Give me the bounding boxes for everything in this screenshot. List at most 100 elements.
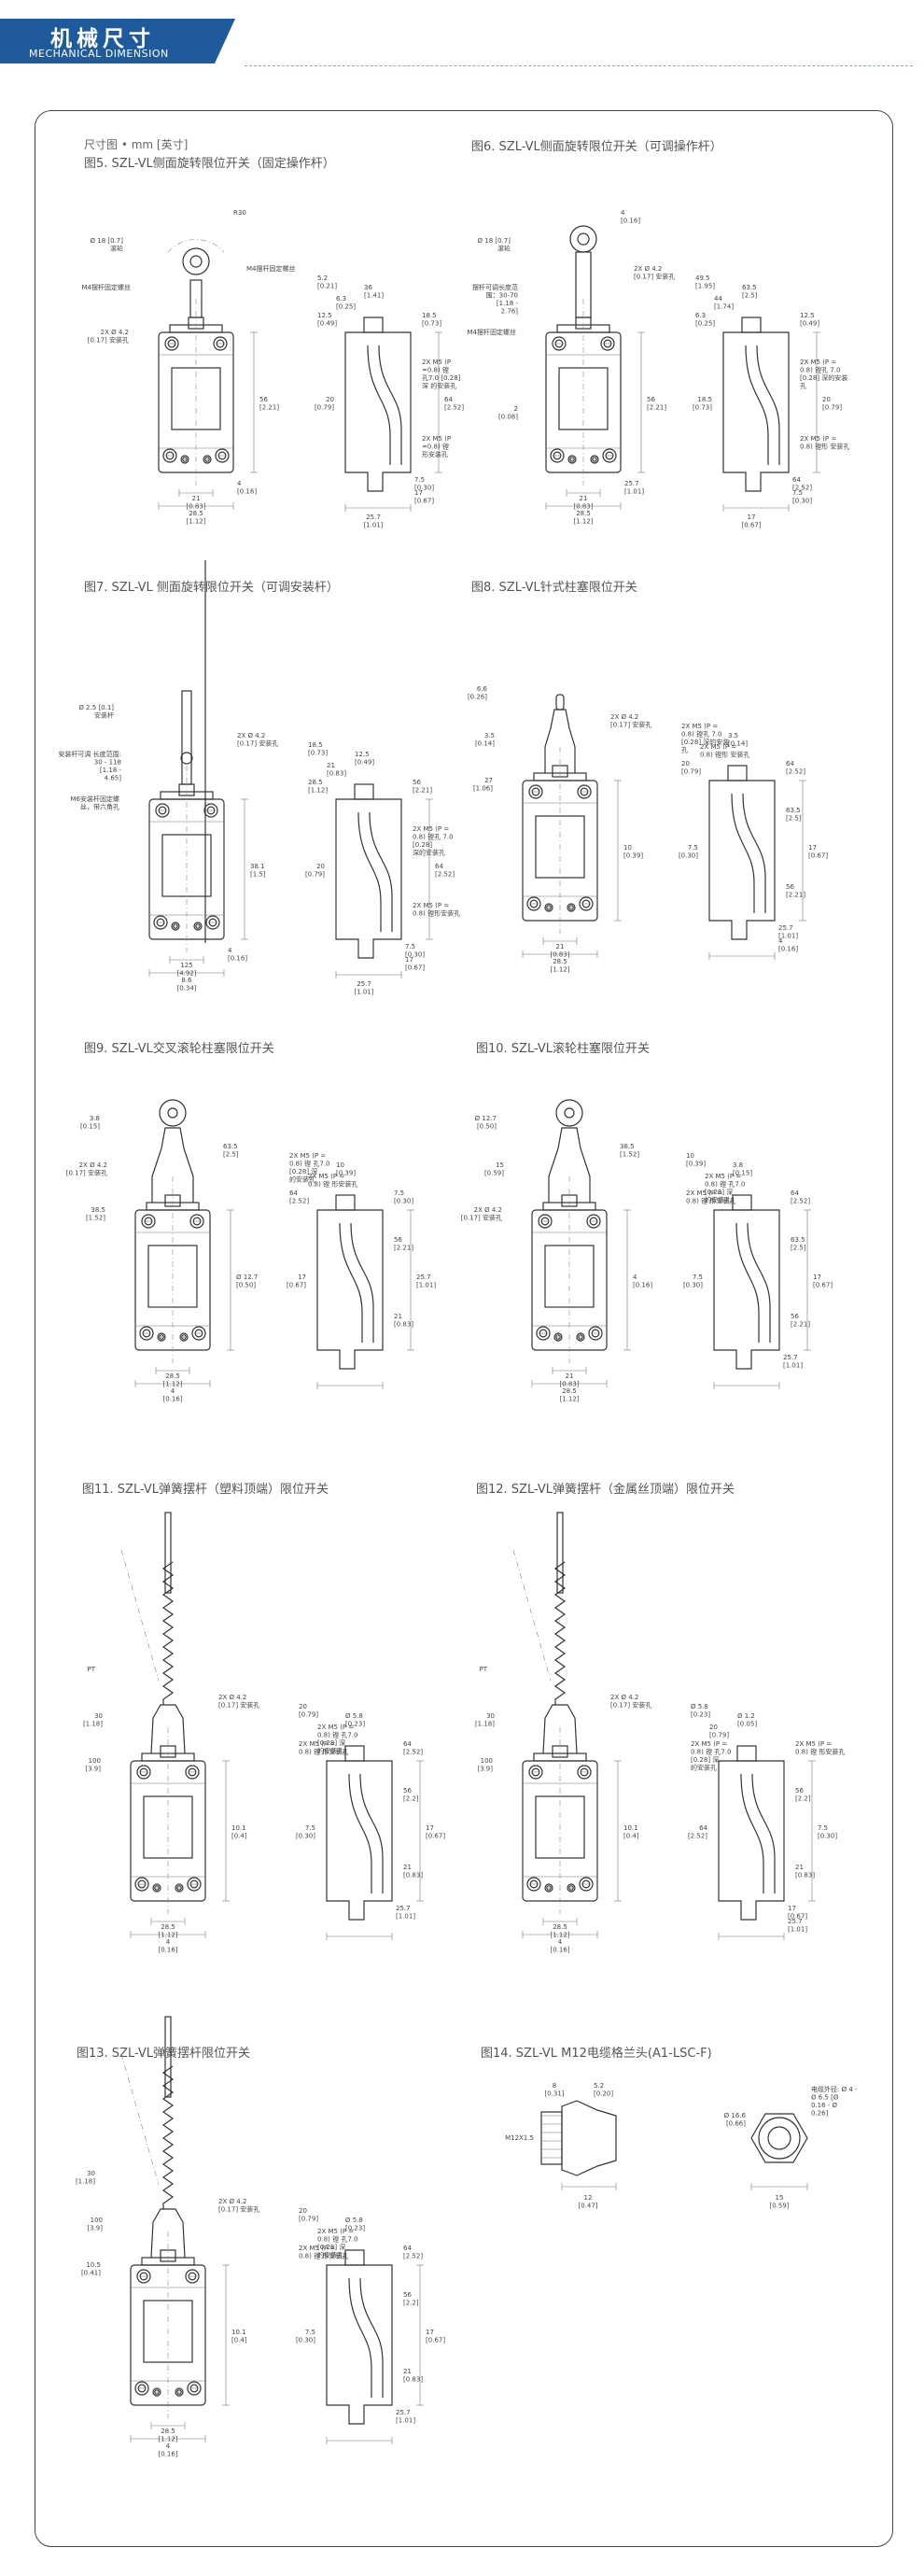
actuator <box>544 694 576 773</box>
dimension-label: 17[0.67] <box>808 844 828 860</box>
switch-side-view <box>718 1745 785 1921</box>
switch-side-view <box>326 1745 393 1921</box>
dimension-label: Ø 1.2[0.05] <box>737 1712 757 1728</box>
dimension-label: 7.5[0.30] <box>683 1274 703 1289</box>
dimension-label: 56[2.21] <box>647 396 666 412</box>
dimension-label: 38.1[1.5] <box>250 863 266 879</box>
dimension-label: Ø 12.7[0.50] <box>475 1115 497 1131</box>
dimension-label: 56[2.21] <box>413 779 432 795</box>
dimension-label: 56[2.2] <box>403 2291 419 2307</box>
dimension-label: PT <box>480 1666 488 1673</box>
header-banner <box>0 19 235 63</box>
dimension-label: 10.1[0.4] <box>623 1824 639 1840</box>
dimension-label: 2X M5 (P =0.8) 镗孔 7.0[0.28]深的安装孔 <box>413 825 453 857</box>
dimension-label: 2X M5 (P =0.8) 镗 孔7.0[0.28] 深的安装孔 <box>705 1173 745 1204</box>
dimension-label: 21[0.83] <box>186 495 205 511</box>
dimension-label: 7.5[0.30] <box>296 1824 315 1840</box>
dimension-label: 2X M5 (P =0.8) 镗孔 7.0[0.28] 深的安装孔 <box>681 723 729 754</box>
dimension-label: 2X Ø 4.2[0.17] 安装孔 <box>218 1694 259 1710</box>
dimension-label: 64[2.52] <box>786 760 805 776</box>
dimension-label: PT <box>88 1666 96 1673</box>
dimension-label: R30 <box>233 209 246 217</box>
dimension-label: 28.5[1.12] <box>573 510 593 526</box>
dimension-label: Ø 5.8[0.23] <box>691 1703 710 1719</box>
units-note: 尺寸图 • mm [英寸] <box>84 138 189 151</box>
dimension-label: 4[0.16] <box>621 209 640 225</box>
dimension-label: 12[0.47] <box>578 2194 597 2210</box>
dimension-label: 4[0.16] <box>158 1938 177 1954</box>
figure-title: 图9. SZL-VL交叉滚轮柱塞限位开关 <box>84 1042 274 1056</box>
dimension-label: 2X M5 (P =0.8) 镗 孔7.0[0.28] 深的安装孔 <box>317 2228 357 2259</box>
dimension-label: 2X Ø 4.2[0.17] 安装孔 <box>218 2198 259 2214</box>
dimension-label: 64[2.52] <box>289 1189 309 1205</box>
dimension-label: 21[0.83] <box>795 1864 815 1879</box>
switch-side-view <box>316 1194 384 1370</box>
dimension-label: 7.5[0.30] <box>394 1189 413 1205</box>
dimension-label: 30[1.18] <box>83 1712 103 1728</box>
dimension-label: Ø 2.5 [0.1]安装杆 <box>78 704 114 720</box>
dimension-label: Ø 18 [0.7]滚轮 <box>478 237 511 253</box>
header-title: 机械尺寸 <box>50 27 155 51</box>
dimension-label: M12X1.5 <box>505 2134 534 2142</box>
dimension-label: 15[0.59] <box>769 2194 789 2210</box>
dimension-label: 17[0.67] <box>414 489 434 505</box>
dimension-label: 6.3[0.25] <box>336 295 356 311</box>
dimension-label: 17[0.67] <box>788 1905 807 1921</box>
dimension-label: 2X M5 (P =0.8) 镗 孔7.0[0.28] 深的安装孔 <box>317 1724 357 1755</box>
dimension-label: 10.1[0.4] <box>231 1824 247 1840</box>
dimension-label: 2X M5 (P =0.8) 镗孔 7.0[0.28] 深的安装孔 <box>800 359 847 390</box>
dimension-label: 3.5[0.14] <box>475 732 495 748</box>
figure-title: 图8. SZL-VL针式柱塞限位开关 <box>471 581 637 595</box>
dimension-label: 2X Ø 4.2[0.17] 安装孔 <box>237 732 278 748</box>
switch-side-view <box>722 317 790 492</box>
dimension-label: 64[2.52] <box>688 1824 708 1840</box>
dimension-label: 2X M5 (P=0.8) 镗形安装孔 <box>422 435 451 458</box>
dimension-label: 25.7[1.01] <box>396 2409 415 2425</box>
dimension-label: 21[0.83] <box>327 762 346 778</box>
switch-body <box>134 1176 211 1363</box>
actuator <box>180 560 206 943</box>
dimension-label: 2X M5 (P=0.8) 镗孔7.0 [0.28]深 的安装孔 <box>422 359 461 390</box>
dimension-label: 63.5[2.5] <box>223 1143 239 1159</box>
actuator <box>548 1099 591 1203</box>
dimension-label: 25.7[1.01] <box>416 1274 436 1289</box>
dimension-label: 7.5[0.30] <box>792 489 812 505</box>
dimension-label: 56[2.21] <box>259 396 279 412</box>
dimension-label: 56[2.21] <box>791 1313 810 1329</box>
dimension-label: 25.7[1.01] <box>788 1918 807 1934</box>
dimension-label: 3.8[0.15] <box>733 1161 752 1177</box>
switch-side-view <box>326 2249 393 2425</box>
dimension-label: 64[2.52] <box>435 863 455 879</box>
dimension-label: 7.5[0.30] <box>296 2329 315 2344</box>
header-divider <box>245 65 913 66</box>
dimension-label: 20[0.79] <box>315 396 334 412</box>
dimension-label: 17[0.67] <box>426 1824 445 1840</box>
switch-body <box>130 1727 206 1914</box>
dimension-label: 4[0.16] <box>633 1274 652 1289</box>
dimension-label: 28.5[1.12] <box>559 1387 579 1403</box>
dimension-label: M4摆杆固定螺丝 <box>468 328 517 336</box>
dimension-label: 64[2.52] <box>444 396 464 412</box>
dimension-label: 10.5[0.41] <box>81 2261 101 2277</box>
switch-body <box>522 747 598 934</box>
dimension-label: Ø 18 [0.7]滚轮 <box>91 237 124 253</box>
dimension-label: 2X M5 (P =0.8) 镗 形安装孔 <box>299 2245 348 2260</box>
dimension-label: 10[0.39] <box>623 844 643 860</box>
dimension-label: 38.5[1.52] <box>620 1143 639 1159</box>
dimension-label: 64[2.52] <box>792 476 812 492</box>
dimension-label: 28.5[1.12] <box>162 1372 182 1388</box>
dimension-label: 64[2.52] <box>403 1740 423 1756</box>
dimension-label: 4[0.16] <box>228 947 247 963</box>
dimension-label: 63.5[2.5] <box>742 284 758 300</box>
figure-title: 图11. SZL-VL弹簧摆杆（塑料顶端）限位开关 <box>82 1483 329 1497</box>
switch-body <box>545 299 622 486</box>
figure-title: 图5. SZL-VL侧面旋转限位开关（固定操作杆） <box>84 157 335 171</box>
dimension-label: 100[3.9] <box>477 1757 493 1773</box>
page-header: 机械尺寸 MECHANICAL DIMENSION <box>0 0 924 75</box>
dimension-label: 3.5[0.14] <box>728 732 748 748</box>
